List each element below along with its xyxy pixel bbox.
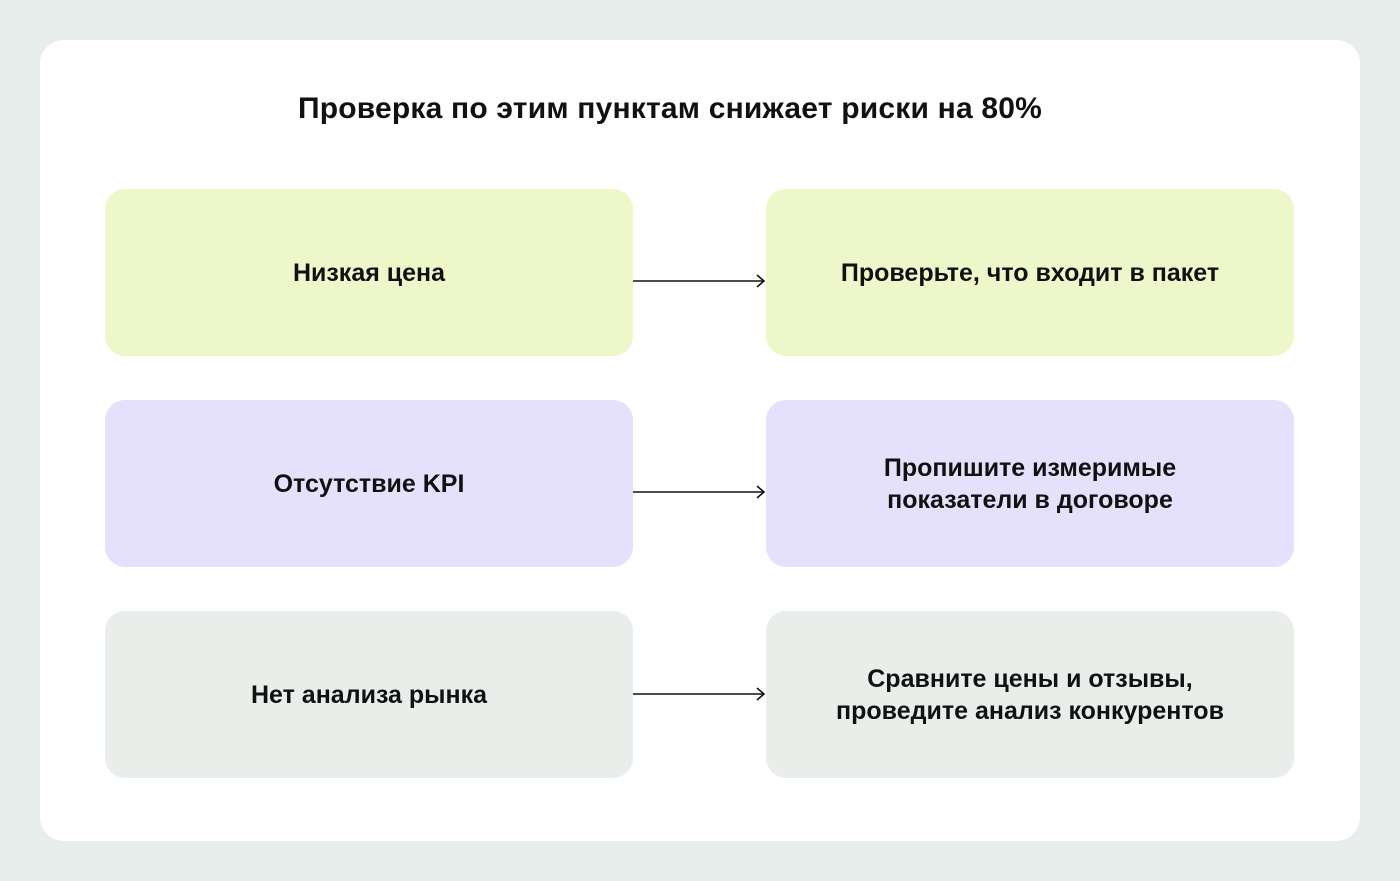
problem-box-no-market-analysis: Нет анализа рынка xyxy=(105,611,633,778)
solution-label: Пропишите измеримые показатели в договор… xyxy=(883,453,1177,514)
solution-label: Проверьте, что входит в пакет xyxy=(840,258,1220,287)
arrow-right-icon xyxy=(633,274,766,288)
solution-box-compare-competitors: Сравните цены и отзывы, проведите анализ… xyxy=(766,611,1294,778)
diagram-title: Проверка по этим пунктам снижает риски н… xyxy=(297,92,1043,125)
problem-box-low-price: Низкая цена xyxy=(105,189,633,356)
solution-box-check-package: Проверьте, что входит в пакет xyxy=(766,189,1294,356)
problem-label: Нет анализа рынка xyxy=(250,680,488,709)
solution-label: Сравните цены и отзывы, проведите анализ… xyxy=(836,664,1224,725)
arrow-right-icon xyxy=(633,687,766,701)
problem-label: Низкая цена xyxy=(292,258,446,287)
problem-label: Отсутствие KPI xyxy=(273,469,465,498)
solution-box-define-kpi: Пропишите измеримые показатели в договор… xyxy=(766,400,1294,567)
problem-box-no-kpi: Отсутствие KPI xyxy=(105,400,633,567)
arrow-right-icon xyxy=(633,485,766,499)
